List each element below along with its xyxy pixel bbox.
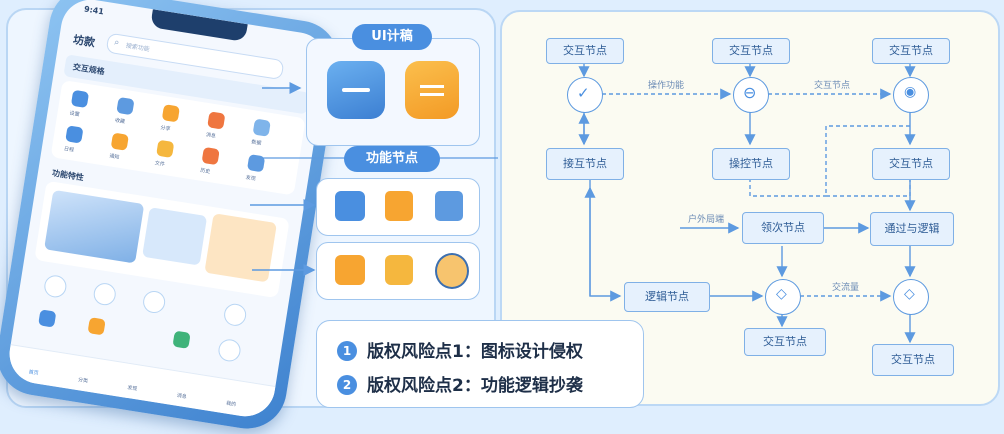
flowchart-edges bbox=[578, 62, 916, 344]
diamond-circle-icon: ◇ bbox=[765, 279, 801, 315]
shield-note-icon bbox=[385, 255, 413, 285]
edge-label-flow: 交流量 bbox=[832, 283, 860, 293]
cloud-icon bbox=[327, 61, 385, 119]
flow-node-center-lower: 领次节点 bbox=[742, 212, 824, 244]
person-icon bbox=[435, 253, 469, 289]
flow-node-right-bottom: 交互节点 bbox=[872, 344, 954, 376]
flow-node-left-bottom: 逻辑节点 bbox=[624, 282, 710, 312]
legend-number-2: 2 bbox=[337, 375, 357, 395]
drop-circle-icon: ◉ bbox=[893, 77, 929, 113]
legend-text-1: 版权风险点1：图标设计侵权 bbox=[367, 342, 583, 362]
filter-circle-icon: ⊖ bbox=[733, 77, 769, 113]
flow-node-top-center: 交互节点 bbox=[712, 38, 790, 64]
flow-node-center-bottom: 交互节点 bbox=[744, 328, 826, 356]
legend-text-2: 版权风险点2：功能逻辑抄袭 bbox=[367, 376, 583, 396]
checklist-icon bbox=[335, 255, 365, 285]
diamond-circle-icon-right: ◇ bbox=[893, 279, 929, 315]
icon-card-1 bbox=[316, 178, 480, 236]
flow-node-top-right: 交互节点 bbox=[872, 38, 950, 64]
ui-design-card bbox=[306, 38, 480, 146]
legend-number-1: 1 bbox=[337, 341, 357, 361]
shield-check-icon bbox=[335, 191, 365, 221]
flow-node-right-lower: 通过与逻辑 bbox=[870, 212, 954, 246]
ui-design-title: UI计稿 bbox=[352, 24, 432, 50]
lock-icon bbox=[385, 191, 413, 221]
icon-card-2 bbox=[316, 242, 480, 300]
equals-icon bbox=[405, 61, 459, 119]
legend-item-2: 2 版权风险点2：功能逻辑抄袭 bbox=[337, 371, 583, 396]
function-nodes-title: 功能节点 bbox=[344, 146, 440, 172]
risk-legend: 1 版权风险点1：图标设计侵权 2 版权风险点2：功能逻辑抄袭 bbox=[316, 320, 644, 408]
legend-item-1: 1 版权风险点1：图标设计侵权 bbox=[337, 337, 583, 362]
flow-node-right-mid: 交互节点 bbox=[872, 148, 950, 180]
flow-node-center-mid: 操控节点 bbox=[712, 148, 790, 180]
edge-label-outdoor: 户外局端 bbox=[688, 215, 725, 225]
edge-label-interact: 交互节点 bbox=[814, 81, 851, 91]
flow-node-left-mid: 接互节点 bbox=[546, 148, 624, 180]
edge-label-operate: 操作功能 bbox=[648, 81, 685, 91]
calendar-icon bbox=[435, 191, 463, 221]
check-circle-icon: ✓ bbox=[567, 77, 603, 113]
flow-node-top-left: 交互节点 bbox=[546, 38, 624, 64]
